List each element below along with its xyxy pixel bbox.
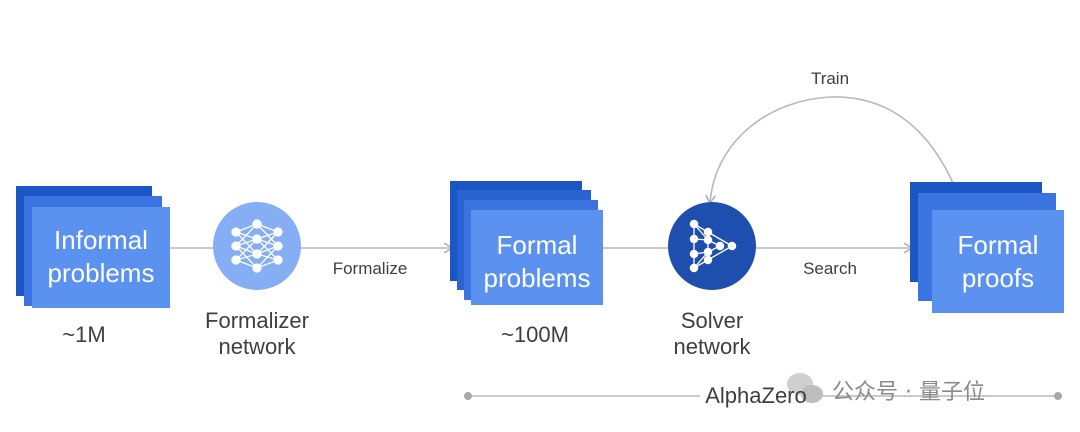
formal-problems-count: ~100M bbox=[501, 322, 569, 347]
formal-problems-title-line1: Formal bbox=[496, 230, 578, 260]
formalizer-network-node bbox=[213, 202, 301, 290]
search-edge-label: Search bbox=[803, 259, 857, 278]
formal-problems-card-front bbox=[471, 210, 603, 305]
wechat-icon bbox=[787, 373, 823, 403]
alphazero-span bbox=[464, 392, 1062, 400]
solver-label-line2: network bbox=[673, 334, 751, 360]
formal-problems-title-line2: problems bbox=[483, 262, 591, 293]
formal-proofs-stack bbox=[910, 182, 1064, 313]
alphazero-span-start-dot bbox=[464, 392, 472, 400]
formalizer-label-line1: Formalizer bbox=[205, 308, 309, 333]
formal-problems-title: Formal problems bbox=[471, 229, 603, 294]
formalize-edge-label: Formalize bbox=[332, 259, 408, 278]
formalizer-circle bbox=[213, 202, 301, 290]
informal-title-line2: problems bbox=[47, 257, 155, 288]
formal-proofs-title-line1: Formal bbox=[957, 230, 1039, 260]
edge-train-arrow bbox=[710, 96, 961, 203]
formalizer-network-label: Formalizer network bbox=[187, 308, 327, 361]
solver-net-icon bbox=[689, 219, 737, 273]
formal-proofs-card-front bbox=[932, 210, 1064, 313]
watermark-text: 公众号 · 量子位 bbox=[832, 380, 985, 405]
formal-proofs-title-line2: proofs bbox=[961, 262, 1035, 293]
formalizer-label-line2: network bbox=[218, 334, 296, 360]
alphazero-span-end-dot bbox=[1054, 392, 1062, 400]
solver-network-node bbox=[668, 202, 756, 290]
train-edge-label: Train bbox=[810, 69, 850, 88]
informal-problems-stack bbox=[16, 186, 170, 308]
solver-circle bbox=[668, 202, 756, 290]
solver-label-line1: Solver bbox=[680, 308, 744, 333]
informal-card-front bbox=[32, 207, 170, 308]
informal-count: ~1M bbox=[62, 322, 106, 347]
neural-net-icon bbox=[231, 219, 283, 273]
formal-problems-stack bbox=[450, 181, 603, 305]
informal-problems-title: Informal problems bbox=[32, 224, 170, 289]
alphazero-label: AlphaZero bbox=[705, 383, 807, 408]
formal-proofs-title: Formal proofs bbox=[932, 229, 1064, 294]
informal-title-line1: Informal bbox=[54, 225, 148, 255]
solver-network-label: Solver network bbox=[652, 308, 772, 361]
